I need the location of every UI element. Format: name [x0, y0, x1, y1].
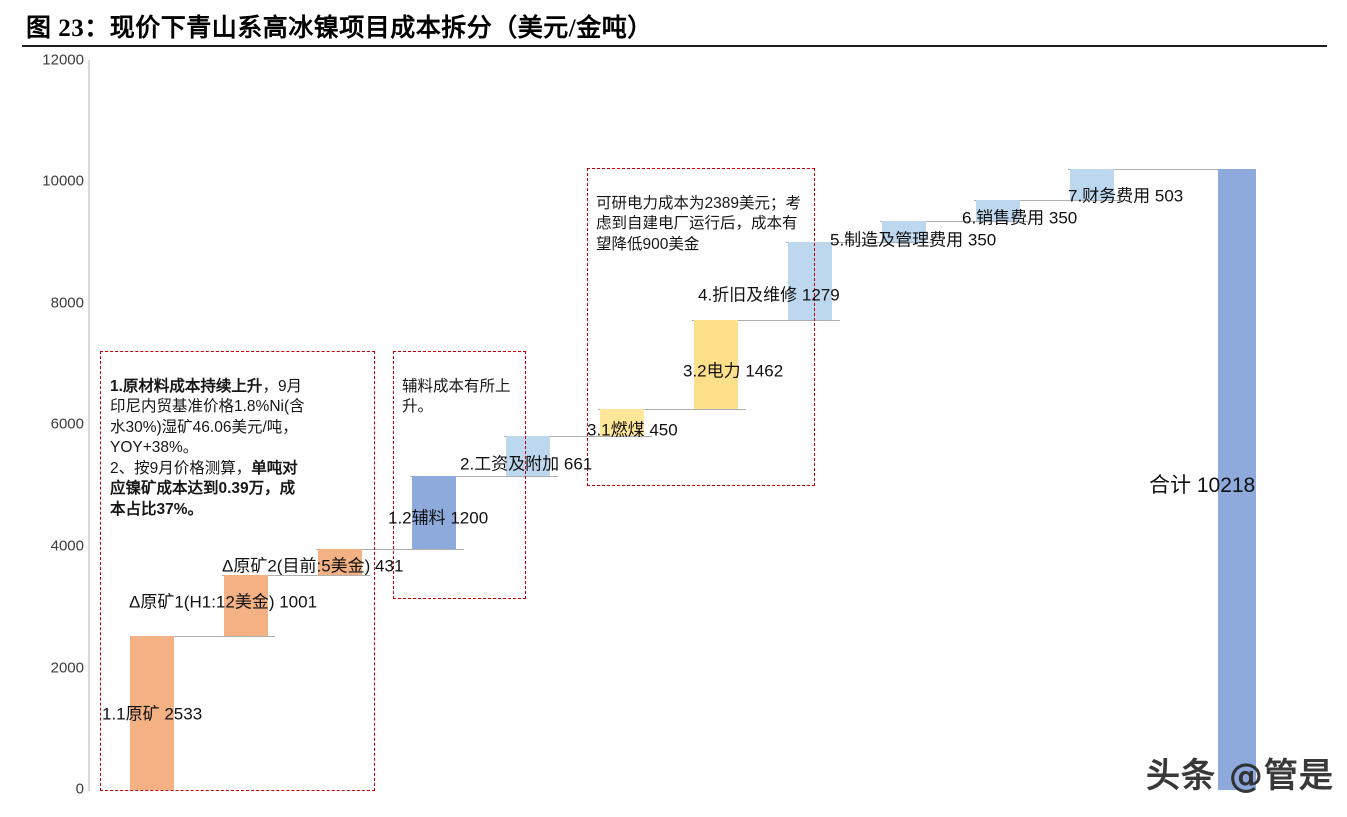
y-tick-label: 4000	[50, 537, 84, 555]
bar-xiaoshou-feiyong[interactable]	[976, 200, 1020, 221]
bar-gongzi-jifujia[interactable]	[506, 436, 550, 476]
data-label-gongzi-jifujia: 2.工资及附加 661	[460, 454, 593, 474]
y-tick-label: 2000	[50, 659, 84, 677]
bar-ranmei[interactable]	[600, 409, 644, 436]
data-label-yuankuang: 1.1原矿 2533	[102, 704, 203, 724]
waterfall-connector	[598, 409, 746, 410]
data-label-caiwu-feiyong: 7.财务费用 503	[1068, 186, 1184, 206]
figure-title-bar: 图 23：现价下青山系高冰镍项目成本拆分（美元/金吨）	[0, 0, 1347, 47]
waterfall-connector	[786, 242, 934, 243]
ann1-tail-bold: 单吨对 应镍矿成本达到0.39万，成 本占比37%。	[110, 459, 298, 518]
waterfall-connector	[130, 636, 275, 637]
waterfall-connector	[880, 221, 1028, 222]
bar-zhejiu-jiweixiu[interactable]	[788, 242, 832, 320]
waterfall-connector	[1068, 169, 1218, 170]
data-label-dianli: 3.2电力 1462	[683, 361, 784, 381]
data-label-total: 合计 10218	[1149, 474, 1256, 497]
y-axis-ticks: 12000 10000 8000 6000 4000 2000 0	[0, 48, 84, 817]
y-tick-label: 10000	[42, 172, 84, 190]
y-tick-label: 12000	[42, 51, 84, 69]
ann1-line1-rest: ，9月	[262, 377, 303, 395]
waterfall-connector	[222, 575, 370, 576]
watermark: 头条 @管是	[1146, 756, 1334, 796]
bar-dianli[interactable]	[694, 320, 738, 409]
ann2-body: 辅料成本有所上升。	[402, 377, 511, 416]
data-label-delta-yuankuang-1: Δ原矿1(H1:12美金) 1001	[129, 592, 318, 612]
bar-delta-yuankuang-2[interactable]	[318, 549, 362, 575]
ann1-line1-bold: 1.原材料成本持续上升	[110, 377, 263, 395]
waterfall-connector	[316, 549, 464, 550]
waterfall-connector	[974, 200, 1122, 201]
data-label-fuliao: 1.2辅料 1200	[388, 508, 489, 528]
waterfall-connector	[692, 320, 840, 321]
data-label-zhejiu-jiweixiu: 4.折旧及维修 1279	[698, 285, 840, 305]
y-axis-line	[88, 60, 90, 791]
bar-total[interactable]	[1218, 169, 1256, 790]
y-tick-label: 0	[75, 780, 84, 798]
annotation-box-auxiliary	[393, 351, 526, 599]
bar-caiwu-feiyong[interactable]	[1070, 169, 1114, 200]
data-label-zhizao-jiguanli-feiyong: 5.制造及管理费用 350	[830, 230, 997, 250]
bar-fuliao[interactable]	[412, 476, 456, 549]
waterfall-connector	[410, 476, 558, 477]
annotation-text-power: 可研电力成本为2389美元；考虑到自建电厂运行后，成本有望降低900美金	[596, 173, 808, 255]
bar-zhizao-jiguanli-feiyong[interactable]	[882, 221, 926, 242]
waterfall-chart: 12000 10000 8000 6000 4000 2000 0 1.	[0, 48, 1347, 817]
annotation-text-raw-material: 1.原材料成本持续上升，9月 印尼内贸基准价格1.8%Ni(含 水30%)湿矿4…	[110, 356, 372, 520]
data-label-ranmei: 3.1燃煤 450	[587, 420, 678, 440]
data-label-xiaoshou-feiyong: 6.销售费用 350	[962, 208, 1078, 228]
data-label-delta-yuankuang-2: Δ原矿2(目前:5美金) 431	[222, 556, 404, 576]
y-tick-label: 8000	[50, 294, 84, 312]
ann1-body: 印尼内贸基准价格1.8%Ni(含 水30%)湿矿46.06美元/吨， YOY+3…	[110, 398, 305, 477]
title-divider	[22, 45, 1327, 47]
annotation-text-auxiliary: 辅料成本有所上升。	[402, 356, 520, 418]
y-tick-label: 6000	[50, 415, 84, 433]
bar-yuankuang[interactable]	[130, 636, 174, 790]
bar-delta-yuankuang-1[interactable]	[224, 575, 268, 636]
waterfall-connector	[504, 436, 652, 437]
ann3-body: 可研电力成本为2389美元；考虑到自建电厂运行后，成本有望降低900美金	[596, 194, 801, 253]
annotation-box-raw-material	[100, 351, 375, 791]
page-title: 图 23：现价下青山系高冰镍项目成本拆分（美元/金吨）	[26, 15, 653, 42]
annotation-box-power	[587, 168, 815, 486]
